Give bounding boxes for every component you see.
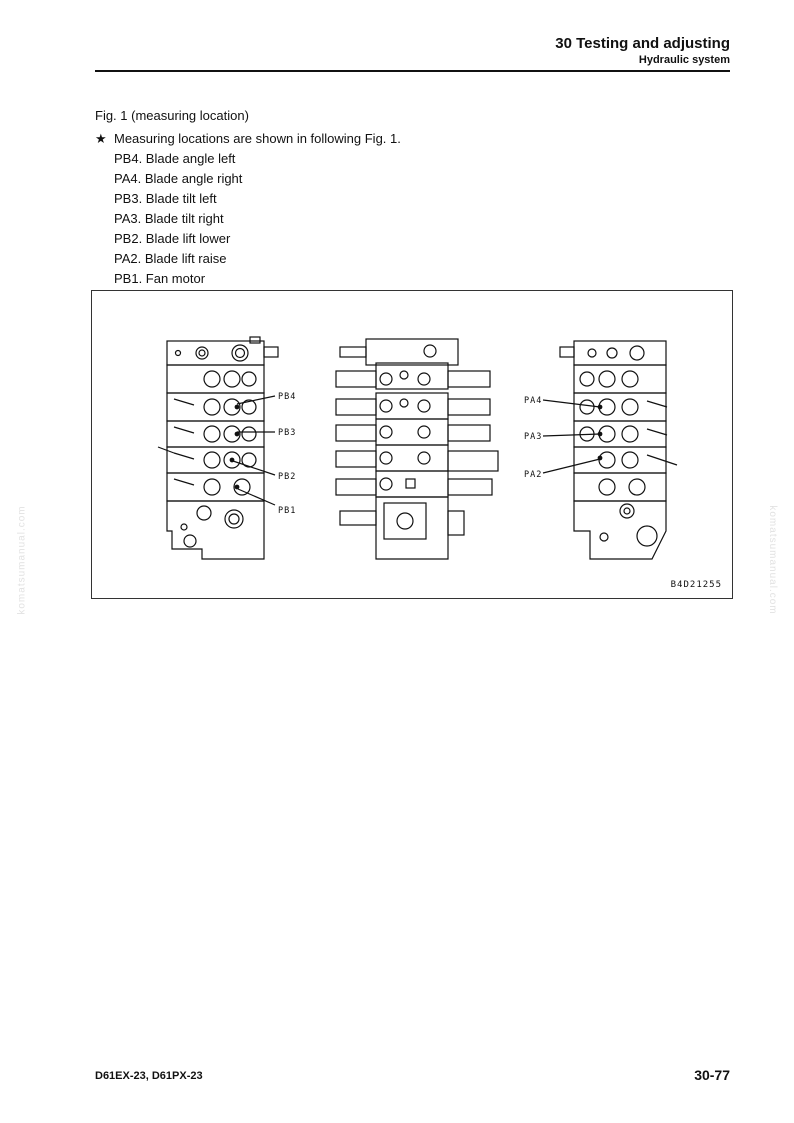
- label-pa2: PA2: [524, 470, 542, 480]
- label-pb2: PB2: [278, 472, 296, 482]
- leader-pb4: [236, 395, 276, 405]
- label-pb3: PB3: [278, 428, 296, 438]
- list-item: PA2. Blade lift raise: [114, 251, 227, 266]
- list-item: PB1. Fan motor: [114, 271, 206, 286]
- center-valve-view: [335, 338, 499, 560]
- watermark-left: komatsumanual.com: [16, 505, 28, 615]
- right-valve-view: [542, 340, 678, 560]
- leader-pa4: [542, 399, 601, 408]
- star-icon: ★: [95, 131, 107, 146]
- figure-code: B4D21255: [670, 580, 722, 590]
- label-pa4: PA4: [524, 396, 542, 406]
- valve-diagram: PB4 PB3 PB2 PB1 PA4 PA3 PA2: [157, 336, 678, 560]
- location-list: PB4. Blade angle left PA4. Blade angle r…: [114, 151, 242, 291]
- section-title: 30 Testing and adjusting: [555, 35, 730, 52]
- leader-pb1: [237, 488, 276, 506]
- label-pb1: PB1: [278, 506, 296, 516]
- measuring-note: ★ Measuring locations are shown in follow…: [95, 131, 401, 147]
- figure-frame: PB4 PB3 PB2 PB1 PA4 PA3 PA2 B4D21255: [91, 290, 733, 599]
- footer-model: D61EX-23, D61PX-23: [95, 1070, 203, 1082]
- page-number: 30-77: [694, 1067, 730, 1083]
- list-item: PB3. Blade tilt left: [114, 191, 217, 206]
- watermark-right: komatsumanual.com: [766, 505, 778, 615]
- header-rule: [95, 70, 730, 72]
- section-subtitle: Hydraulic system: [638, 54, 730, 66]
- left-valve-view: [157, 336, 279, 560]
- leader-pa2: [542, 458, 601, 474]
- label-pb4: PB4: [278, 392, 296, 402]
- measuring-note-text: Measuring locations are shown in followi…: [114, 131, 401, 146]
- leader-pb2: [232, 460, 276, 476]
- label-pa3: PA3: [524, 432, 542, 442]
- figure-caption: Fig. 1 (measuring location): [95, 108, 249, 123]
- list-item: PA4. Blade angle right: [114, 171, 243, 186]
- list-item: PB4. Blade angle left: [114, 151, 236, 166]
- list-item: PB2. Blade lift lower: [114, 231, 231, 246]
- leader-pa3: [542, 433, 601, 437]
- list-item: PA3. Blade tilt right: [114, 211, 224, 226]
